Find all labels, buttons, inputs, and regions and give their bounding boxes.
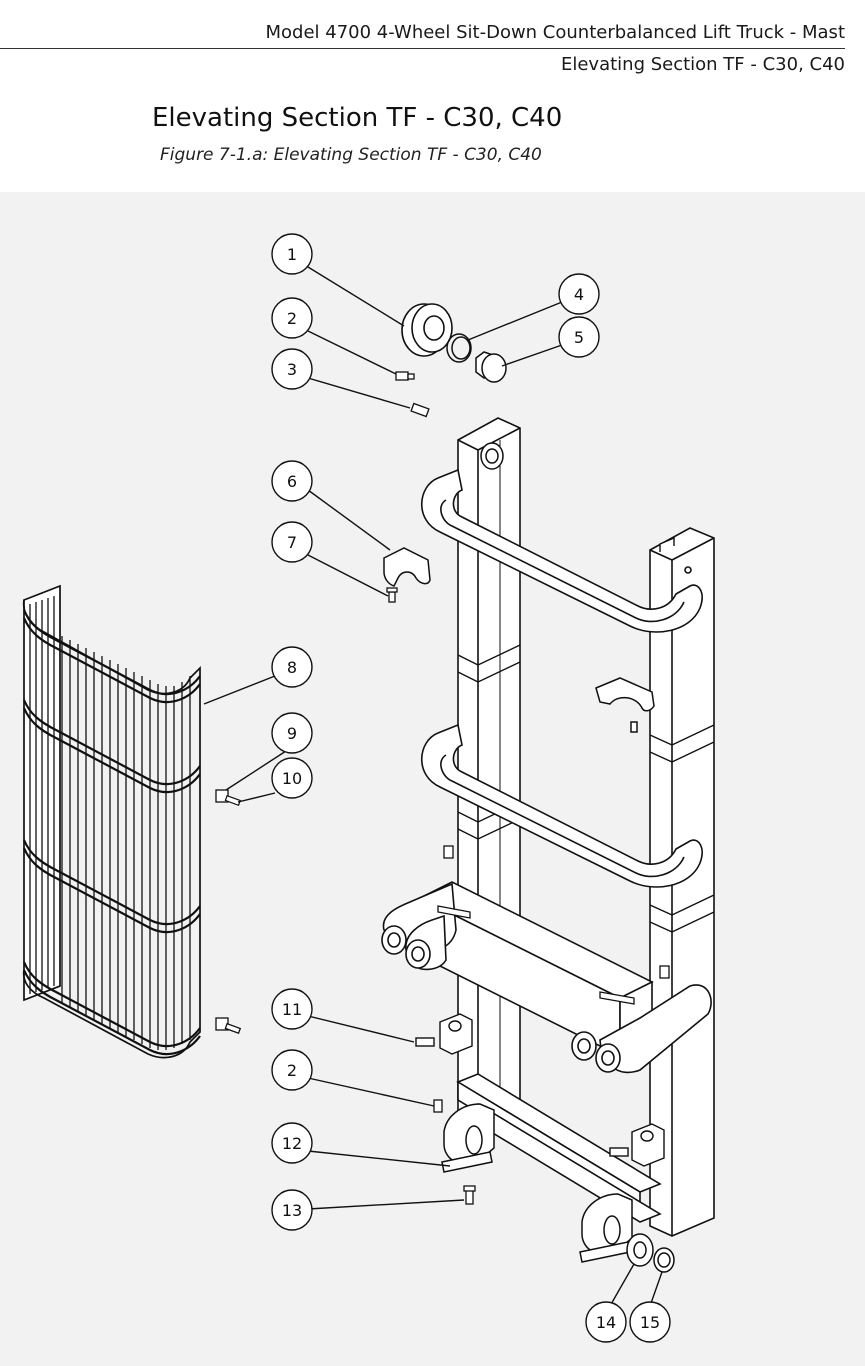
exploded-parts-diagram: 1 2 3 4 5 6 7 8 9 10 11 2 [22, 233, 715, 1343]
svg-text:2: 2 [287, 309, 297, 328]
callout-11: 11 [271, 988, 313, 1030]
page-title: Elevating Section TF - C30, C40 [152, 103, 563, 133]
callout-5: 5 [558, 316, 600, 358]
svg-text:14: 14 [596, 1313, 616, 1332]
callout-13: 13 [271, 1189, 313, 1231]
wire-guard [22, 584, 201, 1059]
callout-10: 10 [271, 757, 313, 799]
part-split-clamp-right [579, 1193, 633, 1263]
left-anchor-ears [381, 882, 457, 971]
part-screw-10 [224, 794, 242, 806]
svg-text:1: 1 [287, 245, 297, 264]
upper-step-bar [420, 468, 703, 633]
figure-caption: Figure 7-1.a: Elevating Section TF - C30… [160, 145, 542, 165]
part-split-clamp-12 [441, 1103, 495, 1173]
part-ring-15 [653, 1247, 675, 1273]
part-block-11 [415, 1013, 473, 1055]
svg-text:7: 7 [287, 533, 297, 552]
part-washer-14 [626, 1233, 654, 1267]
part-roller-bearing [401, 303, 453, 357]
svg-text:9: 9 [287, 724, 297, 743]
lower-tie-plate [456, 1073, 662, 1223]
svg-text:11: 11 [282, 1000, 302, 1019]
leader-lines [203, 266, 663, 1307]
svg-text:13: 13 [282, 1201, 302, 1220]
callout-2-lower: 2 [271, 1049, 313, 1091]
svg-text:2: 2 [287, 1061, 297, 1080]
part-clamp-bolt-upper [386, 587, 398, 603]
part-bracket-lower [215, 1017, 242, 1035]
callout-1: 1 [271, 233, 313, 275]
callout-4: 4 [558, 273, 600, 315]
svg-text:10: 10 [282, 769, 302, 788]
lower-step-bar [420, 723, 703, 888]
part-grease-fitting-lower [433, 1099, 443, 1113]
svg-text:3: 3 [287, 360, 297, 379]
part-snap-ring [446, 333, 472, 363]
callout-3: 3 [271, 348, 313, 390]
right-anchor-ears [571, 984, 712, 1074]
svg-text:5: 5 [574, 328, 584, 347]
callout-9: 9 [271, 712, 313, 754]
callout-7: 7 [271, 521, 313, 563]
part-grease-fitting-upper [395, 371, 415, 381]
part-clamp-upper [383, 547, 431, 587]
svg-text:12: 12 [282, 1134, 302, 1153]
svg-text:6: 6 [287, 472, 297, 491]
callout-8: 8 [271, 646, 313, 688]
header-model-title: Model 4700 4-Wheel Sit-Down Counterbalan… [265, 22, 845, 43]
header-rule [0, 48, 845, 49]
diagram-panel: 1 2 3 4 5 6 7 8 9 10 11 2 [0, 192, 865, 1366]
part-block-right [609, 1123, 665, 1167]
header-section-title: Elevating Section TF - C30, C40 [560, 54, 845, 75]
callout-12: 12 [271, 1122, 313, 1164]
svg-text:8: 8 [287, 658, 297, 677]
part-bolt-13 [463, 1185, 476, 1205]
part-set-screw [410, 402, 430, 418]
right-rail-top-notch [659, 536, 675, 552]
callout-15: 15 [629, 1301, 671, 1343]
part-cap [475, 351, 507, 383]
svg-text:4: 4 [574, 285, 584, 304]
top-roller-boss [480, 442, 504, 470]
callout-6: 6 [271, 460, 313, 502]
callout-14: 14 [585, 1301, 627, 1343]
svg-text:15: 15 [640, 1313, 660, 1332]
callout-2: 2 [271, 297, 313, 339]
rail-brackets [437, 845, 670, 1005]
part-clamp-mounted [595, 677, 655, 733]
